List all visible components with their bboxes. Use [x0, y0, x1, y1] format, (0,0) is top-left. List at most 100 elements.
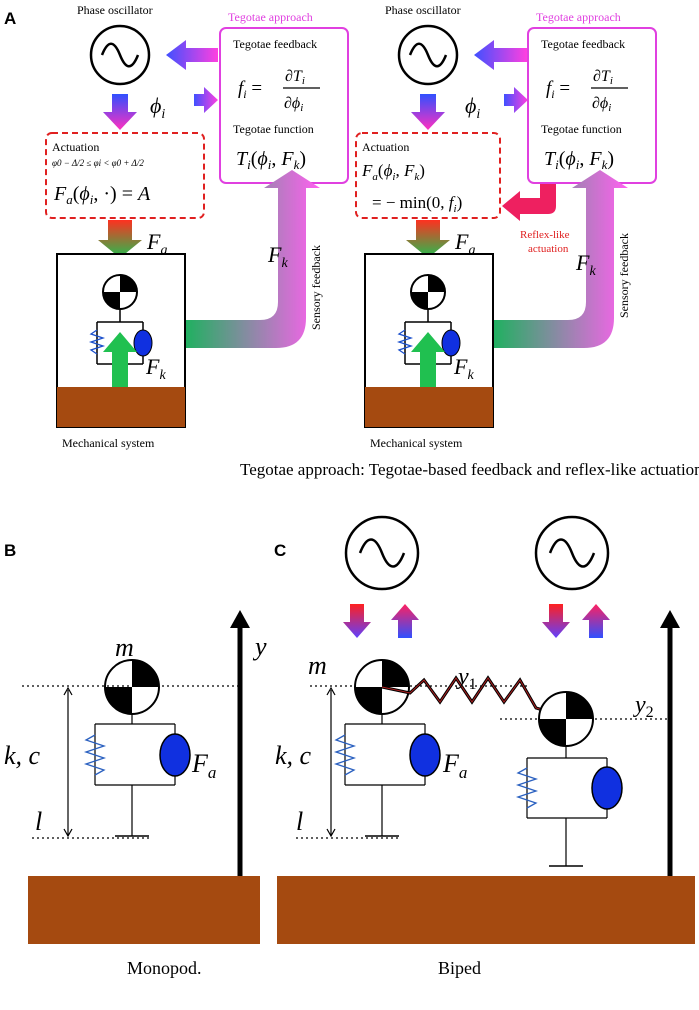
tegotae-function-title: Tegotae function — [541, 122, 622, 136]
y-axis-arrowhead — [660, 610, 680, 628]
ground — [57, 387, 185, 427]
contact-force-arrow — [103, 332, 137, 387]
phase-oscillator — [344, 515, 420, 591]
sine-wave-icon — [408, 42, 448, 68]
sensory-feedback-label: Sensory feedback — [309, 245, 323, 330]
phase-arrow — [411, 94, 445, 130]
sensory-feedback-label: Sensory feedback — [617, 233, 631, 318]
spring-icon — [83, 734, 107, 776]
spring-icon — [88, 329, 106, 355]
fa-label: Fa — [442, 749, 467, 782]
oscillator-title: Phase oscillator — [385, 3, 461, 17]
tegotae-function-title: Tegotae function — [233, 122, 314, 136]
tegotae-approach-label: Tegotae approach — [536, 10, 621, 24]
mass-icon — [102, 274, 138, 310]
damper-icon — [591, 766, 623, 810]
y1-label: y1 — [456, 664, 477, 693]
actuation-box — [45, 132, 205, 219]
svg-text:fi =: fi = — [238, 78, 262, 101]
y-axis-arrowhead — [230, 610, 250, 628]
damper-icon — [159, 733, 191, 777]
phase-oscillator — [89, 24, 151, 86]
kc-label: k, c — [275, 741, 312, 770]
mechanical-system-label: Mechanical system — [370, 436, 463, 450]
sine-wave-icon — [358, 538, 406, 568]
phi-label: ϕi — [150, 93, 165, 122]
panel-b-monopod: m k, c Fa l y Monopod. — [4, 610, 267, 978]
tegotae-feedback-title: Tegotae feedback — [541, 37, 625, 51]
phase-oscillator — [397, 24, 459, 86]
svg-text:fi =: fi = — [546, 78, 570, 101]
panel-a-label: A — [4, 9, 16, 28]
svg-text:∂ϕi: ∂ϕi — [592, 95, 611, 114]
actuation-arrow — [98, 220, 142, 258]
actuation-arrow — [406, 220, 450, 258]
kc-label: k, c — [4, 741, 41, 770]
actuation-title: Actuation — [362, 140, 409, 154]
spring-icon — [515, 767, 539, 809]
panel-a-caption: Tegotae approach: Tegotae-based feedback… — [240, 460, 699, 479]
svg-text:∂Ti: ∂Ti — [285, 68, 305, 87]
mechanical-system-label: Mechanical system — [62, 436, 155, 450]
mass-label: m — [115, 633, 134, 662]
contact-force-arrow — [411, 332, 445, 387]
reflex-label-1: Reflex-like — [520, 229, 570, 241]
phase-oscillator — [534, 515, 610, 591]
spring-icon — [396, 329, 414, 355]
actuation-formula-2: = − min(0, fi) — [372, 193, 462, 215]
sine-wave-icon — [100, 42, 140, 68]
l-label: l — [296, 807, 303, 836]
mass-icon — [104, 659, 160, 715]
panel-a-right: Phase oscillator ϕi Tegotae approach Teg… — [355, 3, 657, 450]
phi-arrow — [504, 87, 528, 113]
reflex-arrow — [502, 184, 556, 221]
feedback-up-arrow — [391, 604, 419, 638]
phase-down-arrow — [343, 604, 371, 638]
feedback-up-arrow — [582, 604, 610, 638]
fa-label: Fa — [191, 749, 216, 782]
panel-a-left: Phase oscillator ϕi Tegotae approach Teg… — [45, 3, 349, 450]
phi-label: ϕi — [465, 93, 480, 122]
svg-text:∂Ti: ∂Ti — [593, 68, 613, 87]
tegotae-approach-label: Tegotae approach — [228, 10, 313, 24]
damper-icon — [133, 329, 153, 357]
actuation-title: Actuation — [52, 140, 99, 154]
panel-c-label: C — [274, 541, 286, 560]
actuation-condition: φ0 − Δ/2 ≤ φi < φ0 + Δ/2 — [52, 158, 144, 168]
damper-icon — [441, 329, 461, 357]
sensory-feedback-arrow — [494, 170, 628, 348]
reflex-label-2: actuation — [528, 243, 569, 255]
panel-b-caption: Monopod. — [127, 958, 202, 978]
svg-text:∂ϕi: ∂ϕi — [284, 95, 303, 114]
panel-c-caption: Biped — [438, 958, 481, 978]
y2-label: y2 — [633, 692, 654, 721]
phase-down-arrow — [542, 604, 570, 638]
ground — [365, 387, 493, 427]
ground — [277, 876, 695, 944]
spring-icon — [333, 734, 357, 776]
feedback-arrow — [166, 40, 218, 70]
panel-b-label: B — [4, 541, 16, 560]
tegotae-feedback-formula: fi = ∂Ti ∂ϕi — [546, 68, 628, 114]
phi-arrow — [194, 87, 218, 113]
y-label: y — [252, 632, 267, 661]
ground — [28, 876, 260, 944]
oscillator-title: Phase oscillator — [77, 3, 153, 17]
mass-icon — [410, 274, 446, 310]
mass-icon — [538, 691, 594, 747]
l-label: l — [35, 807, 42, 836]
actuation-formula-1: Fa(ϕi, Fk) — [361, 161, 425, 183]
mass-label: m — [308, 651, 327, 680]
sine-wave-icon — [548, 538, 596, 568]
feedback-arrow — [474, 40, 527, 70]
coupling-spring-inner — [381, 677, 571, 719]
sensory-feedback-arrow — [186, 170, 320, 348]
tegotae-feedback-formula: fi = ∂Ti ∂ϕi — [238, 68, 320, 114]
actuation-formula: Fa(ϕi, ·) = A — [53, 183, 151, 207]
tegotae-feedback-title: Tegotae feedback — [233, 37, 317, 51]
panel-c-biped: m k, c Fa l y1 — [275, 515, 695, 978]
actuation-box — [355, 132, 501, 219]
phase-arrow — [103, 94, 137, 130]
damper-icon — [409, 733, 441, 777]
